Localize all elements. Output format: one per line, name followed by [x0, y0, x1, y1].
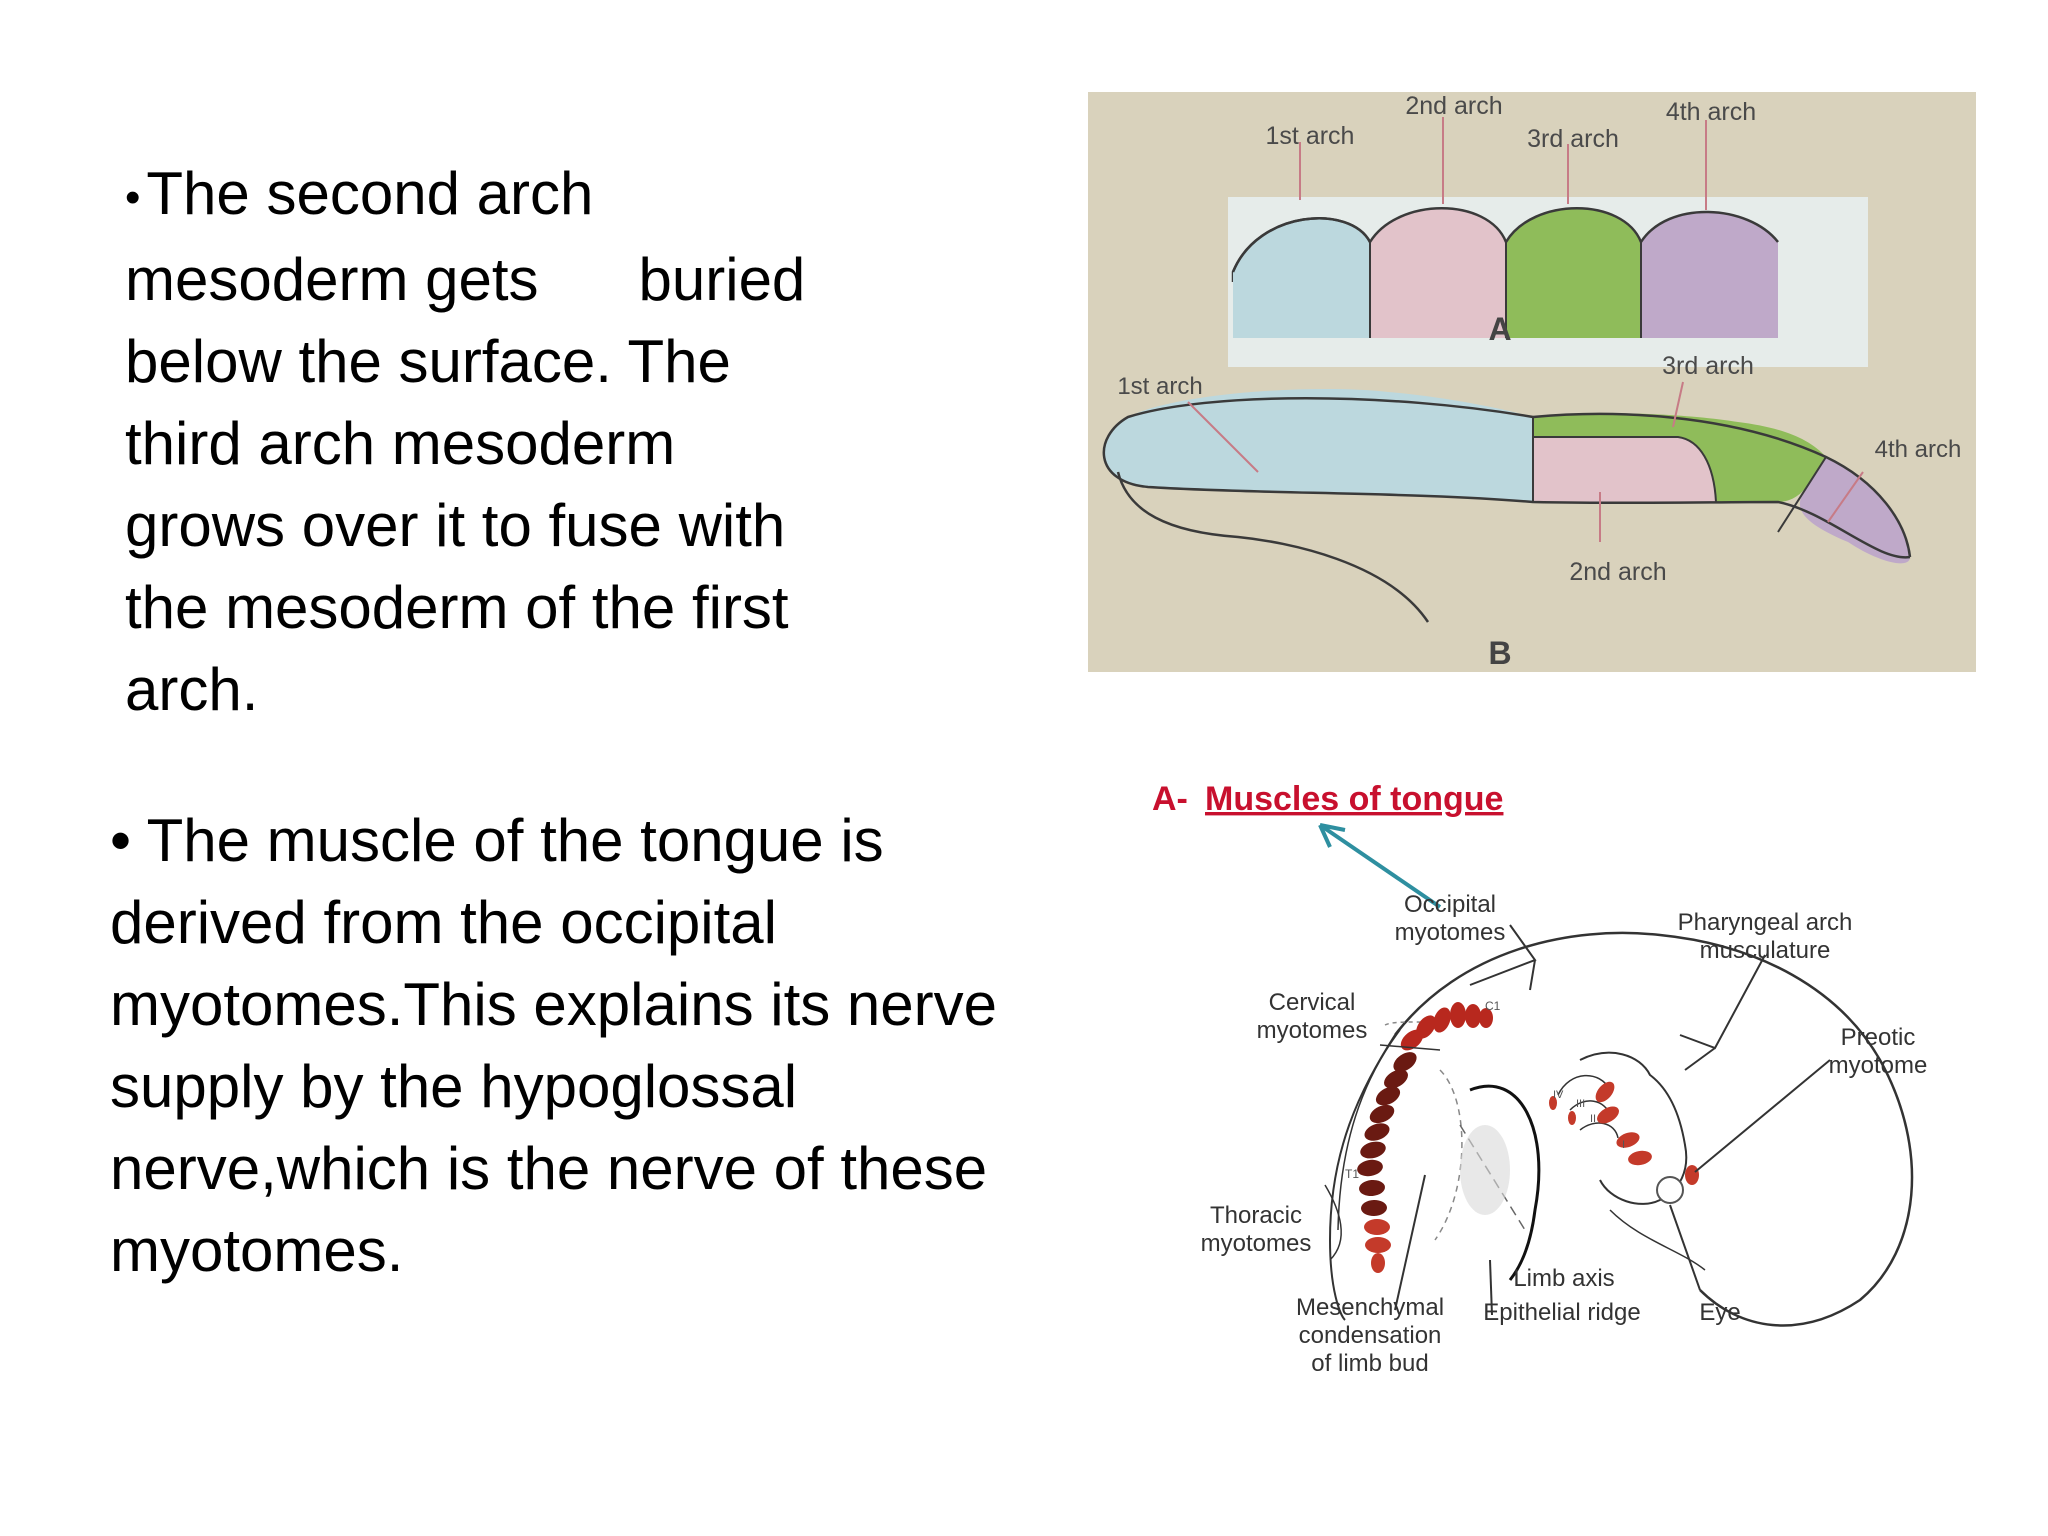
bullet-1-line-3: below the surface. The [125, 328, 731, 396]
label-mesenchymal-1: Mesenchymal [1296, 1294, 1444, 1321]
label-c1: C1 [1485, 999, 1501, 1013]
arch-muscle [1616, 1132, 1640, 1148]
roman-iii: III [1576, 1098, 1585, 1110]
panel-a-label-4th-arch: 4th arch [1666, 98, 1756, 126]
panel-b-label-1st-arch: 1st arch [1117, 373, 1202, 400]
embryo-outline [1394, 931, 1914, 1327]
arrow-head [1318, 823, 1346, 848]
label-epithelial-ridge: Epithelial ridge [1483, 1299, 1640, 1326]
label-eye: Eye [1699, 1299, 1740, 1326]
arch-outline [1231, 207, 1779, 273]
somite [1450, 1002, 1466, 1028]
arch-3-shape [1506, 208, 1641, 338]
label-preotic-1: Preotic [1841, 1024, 1916, 1051]
bullet-2-line-1: The muscle of the tongue is [146, 807, 884, 874]
panel-b-label-3rd-arch: 3rd arch [1662, 352, 1754, 380]
bullet-1-line-7: arch. [125, 656, 259, 724]
somite [1400, 1029, 1424, 1051]
label-occipital-1: Occipital [1404, 891, 1496, 918]
label-occipital-2: myotomes [1395, 919, 1506, 946]
panel-a-arches [1231, 207, 1779, 338]
panel-b-first-arch [1103, 389, 1533, 502]
roman-iv: IV [1553, 1089, 1564, 1101]
figure-background [1088, 92, 1976, 672]
somite [1371, 1253, 1385, 1273]
somite [1360, 1141, 1386, 1159]
somite [1433, 1007, 1451, 1033]
panel-a-letter: A [1488, 311, 1511, 347]
mesenchymal-condensation [1460, 1125, 1510, 1215]
bullet-2-line-4: supply by the hypoglossal [110, 1053, 798, 1120]
label-pharyngeal-2: musculature [1700, 937, 1831, 964]
arch-muscle [1628, 1150, 1652, 1166]
somite [1357, 1159, 1383, 1177]
bullet-1-line-2: mesoderm gets buried [125, 246, 806, 314]
arch-4-shape [1641, 211, 1778, 338]
somite [1361, 1199, 1387, 1217]
panel-b-fourth-arch [1799, 457, 1910, 564]
arch-muscle [1597, 1106, 1619, 1124]
somite [1465, 1004, 1481, 1028]
bullet-2-line-6: myotomes. [110, 1217, 404, 1284]
bullet-1-line-6: the mesoderm of the first [125, 574, 789, 642]
roman-ii: II [1590, 1113, 1596, 1125]
label-limb-axis: Limb axis [1513, 1265, 1614, 1292]
figure-title-prefix: A- [1152, 780, 1188, 818]
label-thoracic-2: myotomes [1201, 1230, 1312, 1257]
label-pharyngeal-1: Pharyngeal arch [1678, 909, 1853, 936]
somite [1359, 1179, 1385, 1197]
panel-a-label-1st-arch: 1st arch [1266, 122, 1355, 150]
preotic-myotome-shape [1685, 1165, 1699, 1185]
label-cervical-2: myotomes [1257, 1017, 1368, 1044]
panel-b-label-2nd-arch: 2nd arch [1569, 558, 1666, 586]
bullet-2-line-5: nerve,which is the nerve of these [110, 1135, 988, 1202]
eye-shape [1656, 1176, 1684, 1204]
label-mesenchymal-2: condensation [1299, 1322, 1442, 1349]
bullet-2-line-3: myotomes.This explains its nerve [110, 971, 997, 1038]
bullet-1-line-4: third arch mesoderm [125, 410, 676, 478]
label-t1: T1 [1345, 1167, 1359, 1181]
label-thoracic-1: Thoracic [1210, 1202, 1302, 1229]
bullet-dot: • [110, 807, 147, 874]
somite [1364, 1123, 1390, 1141]
bullet-dot: • [125, 173, 141, 223]
somite [1479, 1008, 1493, 1028]
bullet-tongue-muscle: • The muscle of the tongue is derived fr… [110, 800, 1070, 1292]
figure-title: Muscles of tongue [1205, 780, 1503, 818]
somite [1365, 1237, 1391, 1253]
arch-muscle [1595, 1081, 1615, 1103]
somite [1384, 1069, 1408, 1089]
roman-i: I [1622, 1139, 1625, 1151]
panel-a-label-3rd-arch: 3rd arch [1527, 125, 1619, 153]
arch-1-shape [1233, 218, 1370, 282]
label-mesenchymal-3: of limb bud [1311, 1350, 1428, 1377]
somite-chain [1357, 1002, 1493, 1273]
myotomes-figure: A- Muscles of tongue [1152, 780, 1928, 1377]
bullet-1-line-1: The second arch [146, 160, 594, 227]
arch-2-shape [1370, 208, 1506, 338]
arrow-to-title [1318, 823, 1442, 909]
pharyngeal-arches-figure: 1st arch 2nd arch 3rd arch 4th arch A 1s… [1088, 92, 1976, 672]
panel-b-third-arch [1533, 413, 1826, 502]
panel-b-arches [1102, 389, 1912, 623]
somite [1369, 1104, 1395, 1124]
somite [1364, 1219, 1390, 1235]
panel-a-label-2nd-arch: 2nd arch [1405, 92, 1502, 120]
label-cervical-1: Cervical [1269, 989, 1356, 1016]
panel-b-label-4th-arch: 4th arch [1875, 436, 1962, 463]
somite [1393, 1052, 1417, 1072]
label-preotic-2: myotome [1829, 1052, 1928, 1079]
bullet-1-line-5: grows over it to fuse with [125, 492, 786, 560]
somite [1375, 1086, 1401, 1106]
limb-bud-outline [1469, 1084, 1541, 1281]
bullet-second-arch: •The second arch mesoderm gets buried be… [125, 153, 885, 731]
panel-b-letter: B [1488, 635, 1511, 671]
bullet-2-line-2: derived from the occipital [110, 889, 777, 956]
